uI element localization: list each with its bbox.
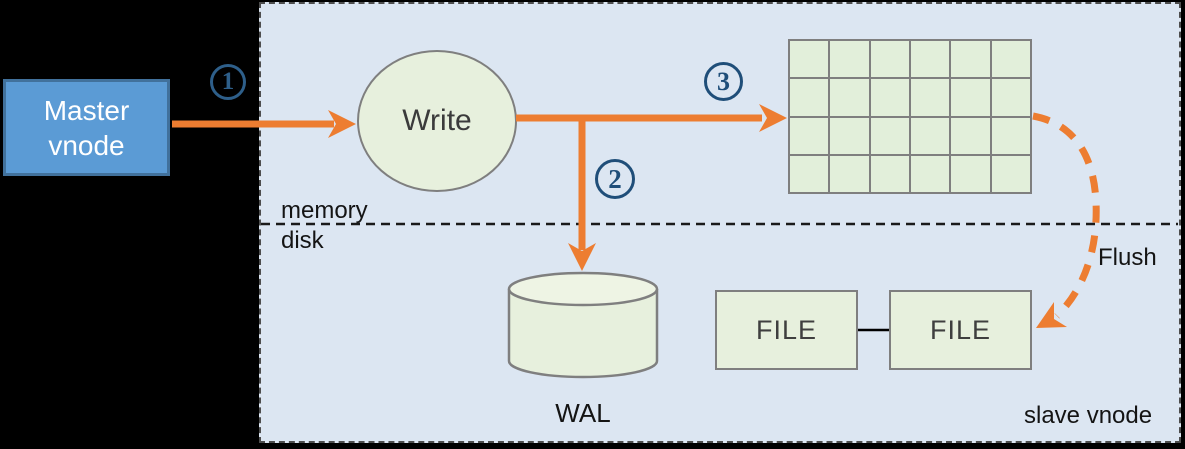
master-vnode-label: Master vnode	[43, 94, 130, 161]
memtable-grid-cell	[790, 79, 829, 116]
memtable-grid-cell	[991, 79, 1030, 116]
memtable-grid-cell	[790, 41, 829, 78]
step-3-number: 3	[717, 66, 730, 96]
memtable-grid-cell	[870, 79, 909, 116]
flush-label: Flush	[1098, 244, 1157, 271]
memtable-grid-cell	[910, 79, 950, 116]
memtable-grid-cell	[910, 41, 950, 78]
step-3-badge: 3	[704, 62, 743, 101]
slave-vnode-label: slave vnode	[1024, 402, 1153, 429]
memtable-grid-cell	[790, 117, 829, 154]
file-box-1-label: FILE	[755, 314, 818, 345]
memtable-grid-cell	[951, 41, 990, 78]
memtable-grid-cell	[991, 41, 1030, 78]
disk-layer-label: disk	[281, 227, 324, 254]
write-node-label: Write	[402, 104, 472, 137]
memtable-grid-cell	[910, 117, 950, 154]
file-box-2: FILE	[889, 290, 1032, 370]
memtable-grid-cell	[830, 155, 869, 192]
memtable-grid-cell	[830, 79, 869, 116]
step-2-badge: 2	[595, 159, 635, 199]
memory-layer-label: memory	[281, 197, 368, 224]
memtable-grid-cell	[830, 41, 869, 78]
memtable-grid-cell	[870, 41, 909, 78]
wal-label: WAL	[555, 398, 611, 428]
file-box-2-label: FILE	[929, 314, 992, 345]
write-node: Write	[357, 50, 517, 192]
memtable-grid-cell	[910, 155, 950, 192]
step-2-number: 2	[608, 163, 622, 194]
memtable-grid	[788, 39, 1032, 194]
memtable-grid-cell	[951, 155, 990, 192]
memtable-grid-cell	[830, 117, 869, 154]
memtable-grid-cell	[951, 117, 990, 154]
step-1-badge: 1	[210, 64, 246, 100]
memtable-grid-cell	[870, 117, 909, 154]
memtable-grid-cell	[991, 117, 1030, 154]
memtable-grid-cell	[790, 155, 829, 192]
memtable-grid-cell	[991, 155, 1030, 192]
memtable-grid-cell	[870, 155, 909, 192]
memtable-grid-cell	[951, 79, 990, 116]
step-1-number: 1	[221, 68, 235, 95]
file-box-1: FILE	[715, 290, 858, 370]
master-vnode-box: Master vnode	[3, 79, 170, 176]
